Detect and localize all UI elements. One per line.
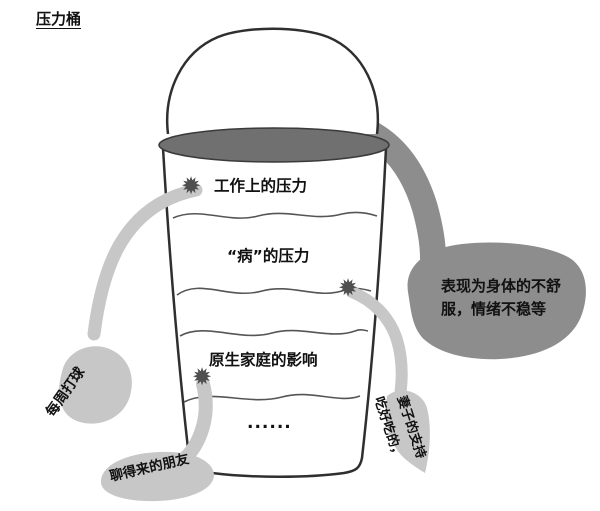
burst-icon: ✹ — [191, 363, 213, 391]
bucket-rim — [158, 127, 390, 163]
diagram-title: 压力桶 — [36, 10, 82, 28]
leak-stream-left — [87, 183, 203, 341]
leak-blob-friends — [100, 451, 215, 502]
bucket-level-illness-pressure: “病”的压力 — [227, 247, 310, 265]
burst-icon: ✹ — [180, 172, 202, 200]
level-line-1 — [172, 211, 378, 219]
leak-blob-symptom — [407, 242, 586, 360]
leak-stream-right-big — [359, 121, 446, 271]
burst-icon: ✹ — [337, 274, 359, 302]
bucket-level-ellipsis: ...... — [247, 413, 292, 433]
bucket-lid — [165, 27, 380, 135]
bucket-level-family-influence: 原生家庭的影响 — [209, 351, 318, 369]
outlet-label-symptoms: 表现为身体的不舒服，情绪不稳等 — [441, 277, 562, 318]
bucket-body — [161, 147, 388, 478]
level-line-3 — [179, 329, 369, 337]
leak-blob-support — [385, 390, 430, 473]
leak-stream-right-small — [346, 286, 408, 408]
bucket-level-work-pressure: 工作上的压力 — [214, 177, 308, 195]
leak-blob-ball — [59, 346, 132, 424]
